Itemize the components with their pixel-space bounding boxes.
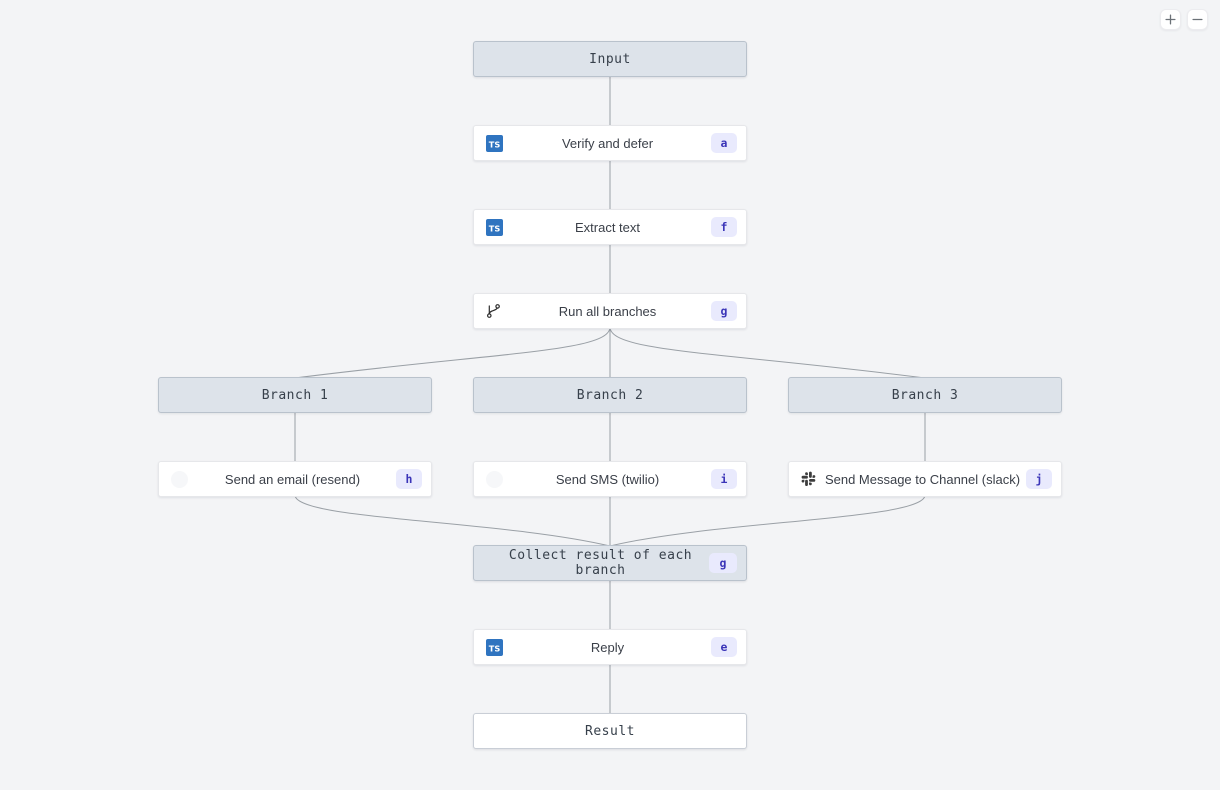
placeholder-icon [169,469,189,489]
node-reply-badge[interactable]: e [711,637,737,657]
node-send-message-to-channel-label: Send Message to Channel (slack) [824,471,1021,487]
typescript-icon: TS [484,217,504,237]
node-run-all-branches[interactable]: Run all branches g [473,293,747,329]
plus-icon [1165,14,1176,25]
node-result[interactable]: Result [473,713,747,749]
node-send-an-email-label: Send an email (resend) [224,471,361,487]
node-collect-result-badge[interactable]: g [709,553,737,573]
zoom-in-button[interactable] [1160,9,1181,30]
node-reply[interactable]: TS Reply e [473,629,747,665]
node-reply-label: Reply [590,639,625,655]
node-branch-3[interactable]: Branch 3 [788,377,1062,413]
node-send-sms-badge[interactable]: i [711,469,737,489]
node-send-sms-label: Send SMS (twilio) [555,471,660,487]
node-run-all-branches-label: Run all branches [558,303,657,319]
placeholder-icon [484,469,504,489]
node-run-all-branches-badge[interactable]: g [711,301,737,321]
minus-icon [1192,18,1203,21]
node-input-label: Input [589,51,631,67]
node-extract-text-badge[interactable]: f [711,217,737,237]
edge-runall-branch3 [609,326,926,379]
edge-email-collect [294,494,611,547]
node-branch-1[interactable]: Branch 1 [158,377,432,413]
node-verify-and-defer-label: Verify and defer [561,135,654,151]
typescript-icon: TS [484,133,504,153]
node-collect-result-label: Collect result of each branch [508,548,693,578]
typescript-icon: TS [484,637,504,657]
slack-icon [799,469,819,489]
node-send-an-email-badge[interactable]: h [396,469,422,489]
svg-text:TS: TS [488,643,500,653]
node-verify-and-defer-badge[interactable]: a [711,133,737,153]
svg-text:TS: TS [488,223,500,233]
zoom-out-button[interactable] [1187,9,1208,30]
node-branch-1-label: Branch 1 [261,387,329,403]
node-branch-3-label: Branch 3 [891,387,959,403]
node-extract-text[interactable]: TS Extract text f [473,209,747,245]
node-branch-2-label: Branch 2 [576,387,644,403]
node-verify-and-defer[interactable]: TS Verify and defer a [473,125,747,161]
node-result-label: Result [585,723,635,739]
node-collect-result[interactable]: Collect result of each branch g [473,545,747,581]
node-send-message-to-channel[interactable]: Send Message to Channel (slack) j [788,461,1062,497]
node-send-message-to-channel-badge[interactable]: j [1026,469,1052,489]
node-send-an-email[interactable]: Send an email (resend) h [158,461,432,497]
zoom-controls [1160,9,1208,30]
node-branch-2[interactable]: Branch 2 [473,377,747,413]
node-input[interactable]: Input [473,41,747,77]
node-extract-text-label: Extract text [574,219,641,235]
git-branch-icon [484,301,504,321]
node-send-sms[interactable]: Send SMS (twilio) i [473,461,747,497]
edge-slack-collect [609,494,926,547]
svg-text:TS: TS [488,139,500,149]
edge-runall-branch1 [294,326,611,379]
